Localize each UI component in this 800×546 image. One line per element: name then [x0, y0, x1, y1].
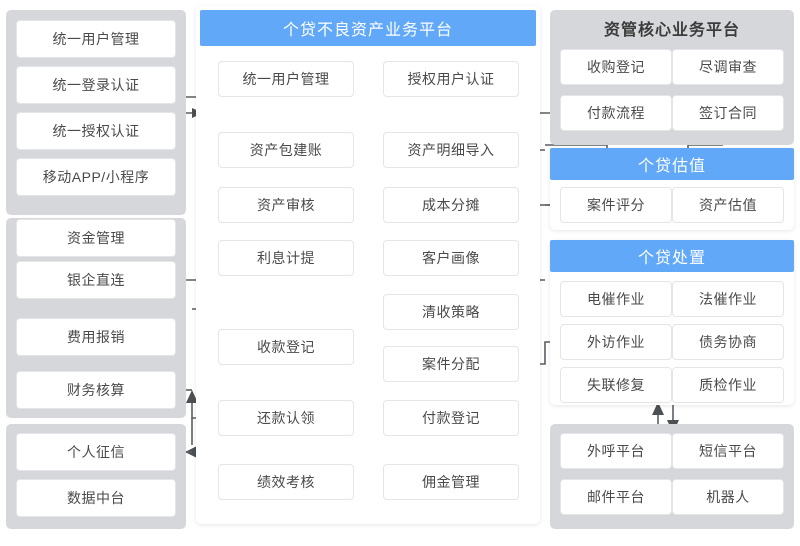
left-node-unified-user-mgmt[interactable]: 统一用户管理	[16, 20, 176, 58]
valuation-node-asset-valuation[interactable]: 资产估值	[672, 187, 784, 223]
center-panel-title: 个贷不良资产业务平台	[200, 10, 536, 46]
valuation-title: 个贷估值	[550, 148, 794, 180]
left-node-mobile-app[interactable]: 移动APP/小程序	[16, 158, 176, 196]
center-node-receipt-registration[interactable]: 收款登记	[218, 329, 354, 365]
center-node-collection-strategy[interactable]: 清收策略	[383, 294, 519, 330]
core-node-sign-contract[interactable]: 签订合同	[672, 95, 784, 131]
left-node-unified-authorization[interactable]: 统一授权认证	[16, 112, 176, 150]
left-node-fund-mgmt[interactable]: 资金管理	[16, 219, 176, 257]
left-node-expense-reimbursement[interactable]: 费用报销	[16, 318, 176, 356]
left-node-bank-enterprise-link[interactable]: 银企直连	[16, 261, 176, 299]
center-node-repayment-claim[interactable]: 还款认领	[218, 400, 354, 436]
center-node-interest-accrual[interactable]: 利息计提	[218, 240, 354, 276]
center-node-authorized-user-auth[interactable]: 授权用户认证	[383, 61, 519, 97]
core-node-payment-process[interactable]: 付款流程	[560, 95, 672, 131]
center-node-cost-allocation[interactable]: 成本分摊	[383, 187, 519, 223]
disposal-node-debt-negotiation[interactable]: 债务协商	[672, 324, 784, 360]
core-node-acquisition-registration[interactable]: 收购登记	[560, 49, 672, 85]
left-node-unified-login-auth[interactable]: 统一登录认证	[16, 66, 176, 104]
left-node-financial-accounting[interactable]: 财务核算	[16, 371, 176, 409]
disposal-node-contact-restore[interactable]: 失联修复	[560, 367, 672, 403]
disposal-title: 个贷处置	[550, 240, 794, 272]
disposal-node-field-visit[interactable]: 外访作业	[560, 324, 672, 360]
center-node-asset-pack-account[interactable]: 资产包建账	[218, 132, 354, 168]
disposal-node-phone-collection[interactable]: 电催作业	[560, 281, 672, 317]
center-node-asset-detail-import[interactable]: 资产明细导入	[383, 132, 519, 168]
core-node-due-diligence-review[interactable]: 尽调审查	[672, 49, 784, 85]
valuation-node-case-scoring[interactable]: 案件评分	[560, 187, 672, 223]
core-platform-title: 资管核心业务平台	[603, 22, 740, 39]
channel-node-robot[interactable]: 机器人	[672, 479, 784, 515]
center-node-performance-review[interactable]: 绩效考核	[218, 464, 354, 500]
disposal-node-legal-collection[interactable]: 法催作业	[672, 281, 784, 317]
center-node-case-allocation[interactable]: 案件分配	[383, 346, 519, 382]
center-node-customer-profile[interactable]: 客户画像	[383, 240, 519, 276]
center-node-asset-review[interactable]: 资产审核	[218, 187, 354, 223]
channel-node-email[interactable]: 邮件平台	[560, 479, 672, 515]
center-node-payment-registration[interactable]: 付款登记	[383, 400, 519, 436]
left-node-personal-credit[interactable]: 个人征信	[16, 433, 176, 471]
channel-node-outbound-call[interactable]: 外呼平台	[560, 433, 672, 469]
left-node-data-middle-platform[interactable]: 数据中台	[16, 479, 176, 517]
center-node-commission-mgmt[interactable]: 佣金管理	[383, 464, 519, 500]
channel-node-sms[interactable]: 短信平台	[672, 433, 784, 469]
center-node-unified-user-mgmt[interactable]: 统一用户管理	[218, 61, 354, 97]
disposal-node-quality-check[interactable]: 质检作业	[672, 367, 784, 403]
